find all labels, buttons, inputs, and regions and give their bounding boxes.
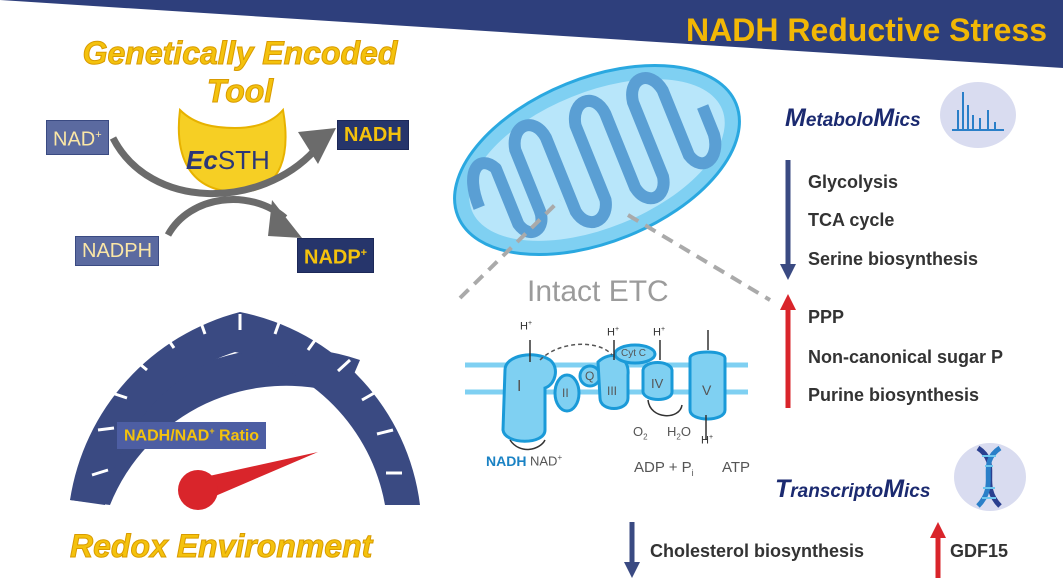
- zoom-line-left: [458, 198, 562, 300]
- header-banner: [0, 0, 1063, 68]
- mass-spec-icon: [940, 82, 1016, 148]
- proton-label-1: H+: [520, 320, 533, 333]
- complex-ii: [553, 373, 581, 413]
- h2o-label: H2O: [667, 424, 691, 442]
- complex-v-label: V: [702, 382, 712, 398]
- transcriptomics-title: TranscriptoMics: [775, 475, 931, 503]
- complex-i-label: I: [517, 378, 522, 395]
- complex-i: [501, 353, 557, 443]
- arrow-nad-to-nadh: [109, 136, 318, 198]
- metabolomics-down-1: TCA cycle: [808, 210, 895, 230]
- arrowhead-nadh: [298, 128, 336, 164]
- complex-iii-label: III: [607, 384, 618, 398]
- complex-iii: [596, 354, 630, 410]
- nadp-plus-box: NADP+: [297, 238, 375, 273]
- metabolomics-up-1: Non-canonical sugar P: [808, 347, 1004, 367]
- page-title: NADH Reductive Stress: [686, 12, 1047, 48]
- nadh-box: NADH: [337, 120, 409, 150]
- complex-q-label: Q: [585, 369, 595, 383]
- gauge-ticks: [91, 314, 402, 477]
- redox-title: Redox Environment: [69, 528, 373, 565]
- proton-label-3: H+: [653, 326, 666, 339]
- tool-title: Genetically Encoded Tool: [82, 35, 398, 110]
- enzyme-shape: [177, 107, 287, 194]
- transcriptomics-down-0: Cholesterol biosynthesis: [650, 541, 865, 561]
- metabolomics-up-2: Purine biosynthesis: [808, 385, 980, 405]
- up-arrow-metabolomics: [780, 294, 796, 408]
- atp-label: ATP: [722, 459, 751, 476]
- gauge-outer: [70, 312, 420, 505]
- etc-title: Intact ETC: [527, 275, 669, 308]
- transcriptomics-up-0: GDF15: [950, 541, 1009, 561]
- complex-iv: [641, 361, 674, 401]
- arrowhead-nadp: [268, 200, 302, 238]
- nad-plus-box: NAD+: [46, 120, 109, 155]
- o2-label: O2: [633, 424, 648, 442]
- metabolomics-up-0: PPP: [808, 307, 845, 327]
- etc-nadh-label: NADH: [486, 453, 527, 469]
- complex-iv-label: IV: [651, 376, 664, 391]
- metabolomics-down-0: Glycolysis: [808, 172, 899, 192]
- etc-nad-label: NAD+: [530, 453, 563, 469]
- complex-v: [688, 350, 727, 421]
- mito-cristae: [467, 72, 722, 238]
- ratio-label: NADH/NAD+ Ratio: [117, 422, 267, 450]
- gauge-pivot: [178, 470, 218, 510]
- metabolomics-down-2: Serine biosynthesis: [808, 249, 979, 269]
- down-arrow-transcriptomics: [624, 522, 640, 578]
- dna-icon: [954, 443, 1026, 511]
- complex-ii-label: II: [562, 386, 569, 400]
- proton-label-2: H+: [607, 326, 620, 339]
- enzyme-label: EcSTH: [186, 145, 270, 175]
- proton-label-4: H+: [701, 434, 714, 447]
- metabolomics-title: MetaboloMics: [785, 104, 921, 132]
- cyt-c: [613, 343, 657, 365]
- up-arrow-transcriptomics: [930, 522, 946, 578]
- zoom-line-right: [626, 213, 772, 302]
- nadph-box: NADPH: [75, 236, 160, 266]
- adp-label: ADP + Pi: [634, 459, 694, 478]
- cyt-c-label: Cyt C: [621, 348, 646, 359]
- gauge-needle: [200, 452, 318, 500]
- down-arrow-metabolomics: [780, 160, 796, 280]
